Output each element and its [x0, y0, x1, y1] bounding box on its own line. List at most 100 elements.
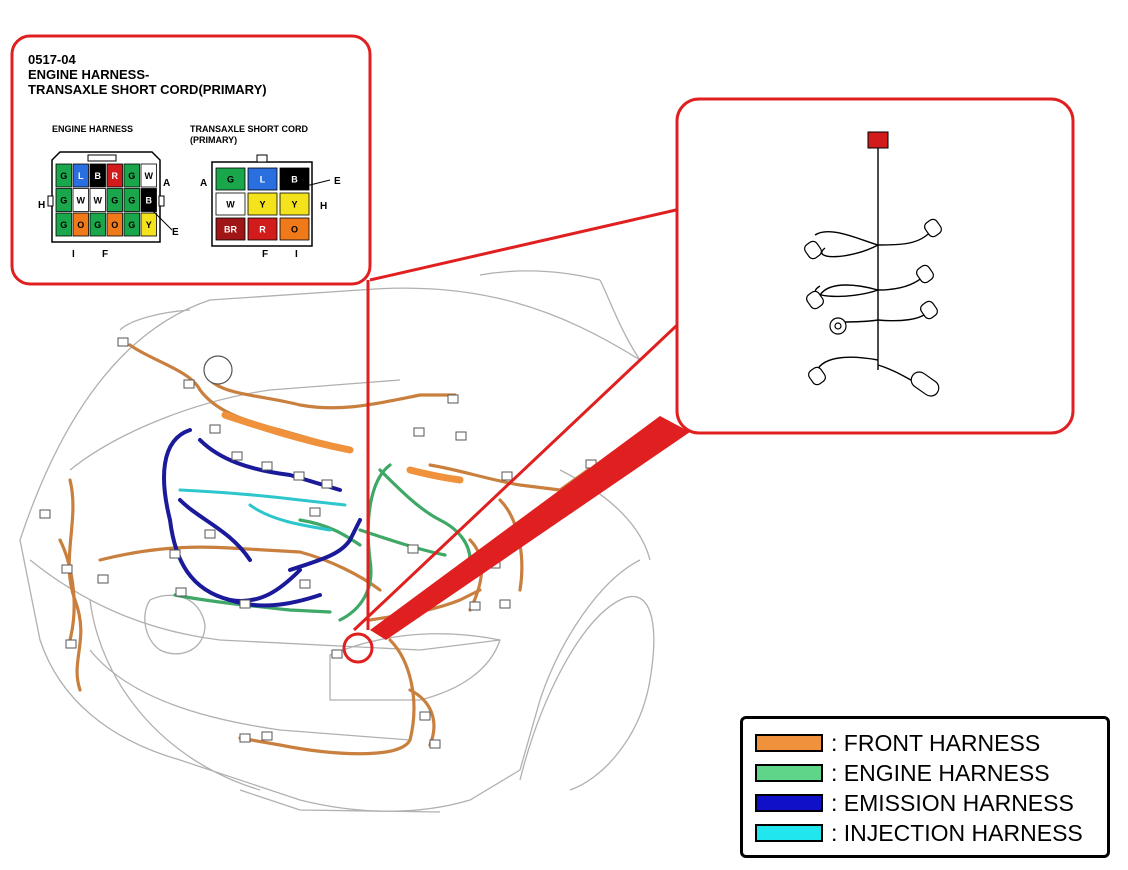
engine-harness-pin-cell: [89, 163, 106, 188]
engine-harness-pin-label: W: [145, 171, 154, 181]
engine-harness-pin-label: O: [111, 220, 118, 230]
engine-harness-pin-cell: [55, 188, 72, 212]
engine-harness-pin-cell: [106, 163, 123, 188]
engine-harness-pin-label: Y: [146, 220, 152, 230]
engine-harness-pin-label: G: [128, 196, 135, 206]
legend-item-injection-harness: : INJECTION HARNESS: [755, 819, 1083, 846]
engine-harness-connector-label: ENGINE HARNESS: [52, 124, 134, 134]
legend-item-emission-harness: : EMISSION HARNESS: [755, 789, 1074, 816]
pin-label-i-left: I: [72, 249, 75, 260]
transaxle-connector-label: TRANSAXLE SHORT CORD (PRIMARY): [190, 124, 308, 146]
engine-harness-pin-label: W: [94, 196, 103, 206]
engine-harness-pin-cell: [140, 212, 157, 237]
legend-item-engine-harness: : ENGINE HARNESS: [755, 759, 1050, 786]
engine-harness-pin-cell: [72, 188, 89, 212]
harness-connectors: [39, 337, 597, 749]
transaxle-short-cord-connector-diagram: G L B W Y Y BR R O: [211, 154, 331, 247]
legend-label: : INJECTION HARNESS: [831, 819, 1083, 846]
reservoir-cap: [203, 355, 233, 385]
engine-harness-pin-label: G: [128, 171, 135, 181]
engine-harness-pin-label: G: [60, 171, 67, 181]
legend-label: : EMISSION HARNESS: [831, 789, 1074, 816]
transaxle-pin-cell: [247, 167, 278, 191]
legend-swatch: [755, 764, 823, 782]
connector-title-line1: ENGINE HARNESS-: [28, 67, 150, 82]
engine-harness-pin-labels: A H E I F: [38, 178, 179, 260]
transaxle-pin-label: W: [226, 200, 235, 210]
transaxle-pin-cell: [215, 192, 246, 216]
transaxle-pin-label: O: [291, 225, 298, 235]
transaxle-pin-cell: [247, 217, 278, 241]
emission-harness-wiring: [162, 428, 362, 608]
transaxle-connector-label-line1: TRANSAXLE SHORT CORD: [190, 124, 309, 134]
legend-item-front-harness: : FRONT HARNESS: [755, 729, 1041, 756]
engine-harness-pin-cell: [123, 188, 140, 212]
transaxle-pin-cell: [215, 167, 246, 191]
legend-label: : ENGINE HARNESS: [831, 759, 1050, 786]
connector-location-circle: [342, 632, 374, 664]
injection-harness-wiring: [178, 488, 347, 532]
transaxle-pin-label: G: [227, 175, 234, 185]
engine-harness-pin-label: G: [94, 220, 101, 230]
engine-harness-pin-label: O: [77, 220, 84, 230]
car-body-outline: [19, 270, 655, 813]
legend-label: : FRONT HARNESS: [831, 729, 1041, 756]
engine-harness-pin-cell: [89, 188, 106, 212]
transaxle-pin-label: BR: [224, 225, 237, 235]
transaxle-pin-label: B: [291, 175, 298, 185]
connector-title-line2: TRANSAXLE SHORT CORD(PRIMARY): [28, 82, 267, 97]
legend-swatch: [755, 824, 823, 842]
pin-label-f-left: F: [102, 249, 108, 260]
front-harness-trunk: [221, 411, 354, 454]
pin-label-e-left: E: [172, 227, 179, 238]
engine-harness-pin-label: G: [111, 196, 118, 206]
transaxle-pin-label: Y: [291, 200, 297, 210]
engine-harness-pin-label: W: [77, 196, 86, 206]
engine-harness-pin-cell: [72, 163, 89, 188]
engine-harness-pin-label: R: [112, 171, 119, 181]
callout-wedge: [370, 416, 690, 640]
engine-harness-pin-cell: [140, 188, 157, 212]
engine-harness-pin-cell: [106, 212, 123, 237]
engine-harness-pin-label: B: [146, 196, 153, 206]
engine-harness-pin-cell: [55, 212, 72, 237]
engine-harness-pin-cell: [106, 188, 123, 212]
engine-harness-pin-label: B: [95, 171, 102, 181]
legend-swatch: [755, 734, 823, 752]
engine-harness-pin-cell: [89, 212, 106, 237]
transaxle-pin-cell: [279, 167, 310, 191]
transaxle-connector-label-line2: (PRIMARY): [190, 135, 238, 145]
transaxle-pin-label: Y: [259, 200, 265, 210]
engine-harness-pin-label: G: [60, 220, 67, 230]
pin-label-i-right: I: [295, 249, 298, 260]
engine-harness-pin-cell: [55, 163, 72, 188]
transaxle-pin-cell: [279, 217, 310, 241]
transaxle-pin-cell: [279, 192, 310, 216]
engine-harness-pin-cell: [72, 212, 89, 237]
transaxle-pin-label: R: [259, 225, 266, 235]
transaxle-pin-label: L: [260, 175, 266, 185]
transaxle-pin-cell: [215, 217, 246, 241]
harness-legend: : FRONT HARNESS : ENGINE HARNESS : EMISS…: [740, 716, 1110, 858]
transaxle-pin-cell: [247, 192, 278, 216]
component-inset-frame: [675, 97, 1075, 435]
engine-harness-pin-cell: [140, 163, 157, 188]
inset-title: 0517-04 ENGINE HARNESS- TRANSAXLE SHORT …: [28, 52, 267, 97]
pin-label-h-right: H: [320, 201, 327, 212]
engine-harness-pin-label: L: [78, 171, 84, 181]
engine-harness-pin-label: G: [128, 220, 135, 230]
primary-connector-icon: [867, 131, 889, 149]
transaxle-pin-labels: A E H F I: [200, 176, 341, 260]
front-harness-trunk-right: [406, 466, 464, 484]
connector-code: 0517-04: [28, 52, 76, 67]
pin-label-h-left: H: [38, 200, 45, 211]
engine-harness-pin-cell: [123, 163, 140, 188]
pin-label-e-right: E: [334, 176, 341, 187]
legend-swatch: [755, 794, 823, 812]
pin-label-a-left: A: [163, 178, 170, 189]
pin-label-a-right: A: [200, 178, 207, 189]
engine-harness-pin-cell: [123, 212, 140, 237]
